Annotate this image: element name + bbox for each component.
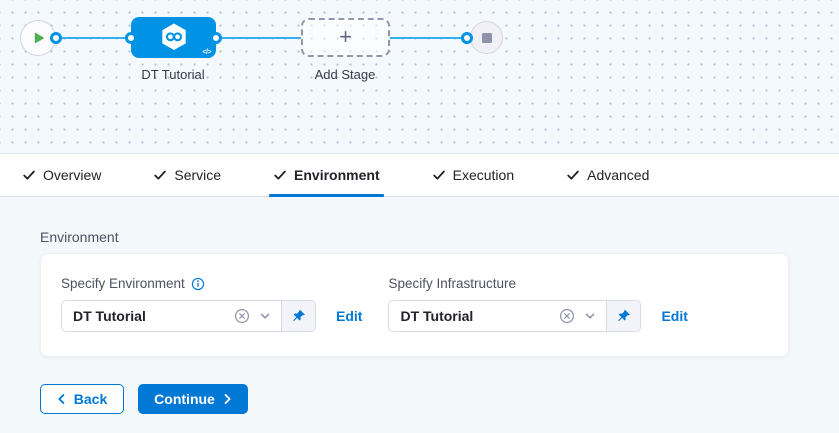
tab-execution[interactable]: Execution [432,154,514,196]
chevron-down-icon[interactable] [584,310,596,322]
add-stage-button[interactable]: + [301,18,390,57]
tab-label: Execution [453,167,514,183]
field-label-text: Specify Environment [61,276,185,291]
edit-infrastructure-link[interactable]: Edit [661,308,687,324]
infrastructure-select-input[interactable] [389,301,559,331]
pin-icon [616,309,631,324]
chevron-down-icon[interactable] [259,310,271,322]
stage-node-label: DT Tutorial [111,67,235,82]
continue-button-label: Continue [154,391,215,407]
environment-select [61,300,316,332]
node-port[interactable] [50,32,62,44]
edit-environment-link[interactable]: Edit [336,308,362,324]
check-icon [273,168,287,182]
deploy-stage-icon [159,22,189,53]
chevron-left-icon [57,393,66,405]
connector-line [56,37,131,39]
info-icon[interactable] [191,277,205,291]
tab-advanced[interactable]: Advanced [566,154,649,196]
wizard-footer: Back Continue [40,384,248,414]
environment-select-input[interactable] [62,301,234,331]
tab-label: Advanced [587,167,649,183]
tab-overview[interactable]: Overview [22,154,101,196]
check-icon [432,168,446,182]
continue-button[interactable]: Continue [138,384,248,414]
connector-line [216,37,301,39]
environment-card: Specify Environment [40,253,789,357]
tab-environment[interactable]: Environment [273,154,380,196]
tab-service[interactable]: Service [153,154,221,196]
node-port[interactable] [461,32,473,44]
back-button[interactable]: Back [40,384,124,414]
stage-tabs: Overview Service Environment Execution A… [0,153,839,197]
connector-line [390,37,467,39]
check-icon [153,168,167,182]
code-view-icon[interactable]: </> [202,49,211,56]
tab-label: Environment [294,167,380,183]
pin-icon [291,309,306,324]
pipeline-end-node[interactable] [470,21,503,54]
field-label-text: Specify Infrastructure [388,276,516,291]
plus-icon: + [339,26,352,48]
add-stage-label: Add Stage [285,67,405,82]
stage-node-dt-tutorial[interactable]: </> [131,17,216,58]
environment-field-label: Specify Environment [61,276,362,291]
back-button-label: Back [74,391,107,407]
check-icon [22,168,36,182]
pipeline-canvas[interactable]: </> DT Tutorial + Add Stage [0,0,839,153]
stop-icon [482,33,492,43]
pin-button[interactable] [281,301,315,331]
chevron-right-icon [223,393,232,405]
node-port[interactable] [210,32,222,44]
node-port[interactable] [125,32,137,44]
infrastructure-field-group: Specify Infrastructure [388,276,687,332]
clear-icon[interactable] [234,308,250,324]
infrastructure-select [388,300,641,332]
section-title: Environment [40,229,119,245]
play-icon [33,32,45,44]
tab-label: Overview [43,167,101,183]
infrastructure-field-label: Specify Infrastructure [388,276,687,291]
check-icon [566,168,580,182]
tab-label: Service [174,167,221,183]
pin-button[interactable] [606,301,640,331]
clear-icon[interactable] [559,308,575,324]
environment-field-group: Specify Environment [61,276,362,332]
